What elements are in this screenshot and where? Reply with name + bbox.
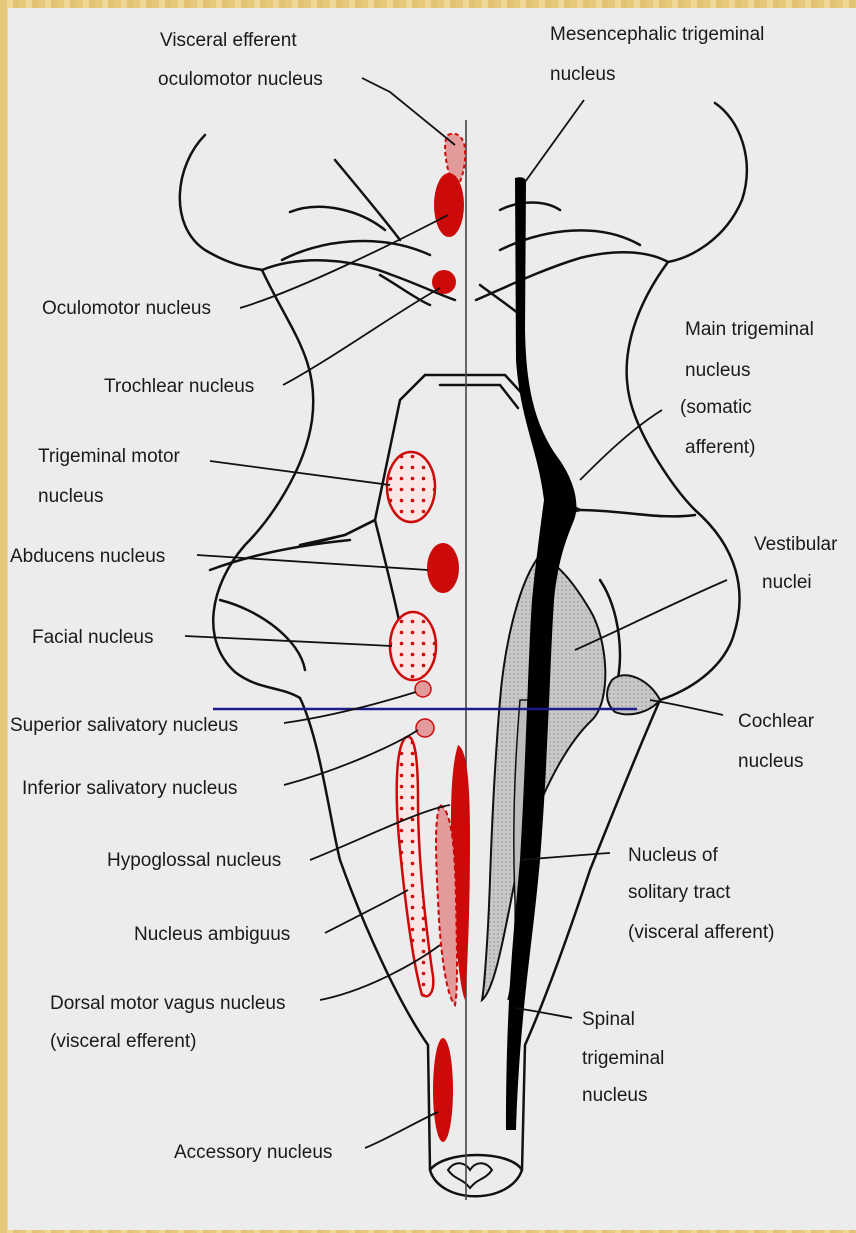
abducens-nucleus-shape (427, 543, 459, 593)
trigeminal-motor-nucleus-shape (387, 452, 435, 522)
medulla-base (430, 1155, 522, 1196)
label-hypoglossal: Hypoglossal nucleus (107, 850, 281, 871)
label-trochlear: Trochlear nucleus (104, 376, 254, 397)
nucleus-ambiguus-shape (397, 737, 434, 997)
facial-nucleus-shape (390, 612, 436, 680)
oculomotor-nucleus-shape (434, 173, 464, 237)
inferior-salivatory-shape (416, 719, 434, 737)
spinal-cord-section (448, 1163, 492, 1188)
label-abducens: Abducens nucleus (10, 546, 165, 567)
label-oculomotor: Oculomotor nucleus (42, 298, 211, 319)
label-cochlear: Cochlear nucleus (738, 711, 819, 772)
label-spinal-trigeminal: Spinal trigeminal nucleus (582, 1009, 670, 1106)
label-vestibular: Vestibular nuclei (754, 534, 843, 593)
label-inferior-salivatory: Inferior salivatory nucleus (22, 778, 237, 799)
label-mesencephalic-trigeminal: Mesencephalic trigeminal nucleus (550, 24, 770, 85)
label-solitary: Nucleus of solitary tract (visceral affe… (628, 845, 774, 943)
label-main-trigeminal: Main trigeminal nucleus (somatic afferen… (680, 319, 819, 458)
label-accessory: Accessory nucleus (174, 1142, 332, 1163)
label-visceral-efferent-oculomotor: Visceral efferent oculomotor nucleus (158, 30, 323, 90)
motor-nuclei (387, 134, 470, 1142)
label-trigeminal-motor: Trigeminal motor nucleus (38, 446, 185, 507)
label-ambiguus: Nucleus ambiguus (134, 924, 290, 945)
label-superior-salivatory: Superior salivatory nucleus (10, 715, 238, 736)
accessory-nucleus-shape (433, 1038, 453, 1142)
label-dorsal-vagus: Dorsal motor vagus nucleus (visceral eff… (50, 993, 291, 1052)
label-facial: Facial nucleus (32, 627, 153, 648)
superior-salivatory-shape (415, 681, 431, 697)
brainstem-outline (180, 103, 747, 1196)
